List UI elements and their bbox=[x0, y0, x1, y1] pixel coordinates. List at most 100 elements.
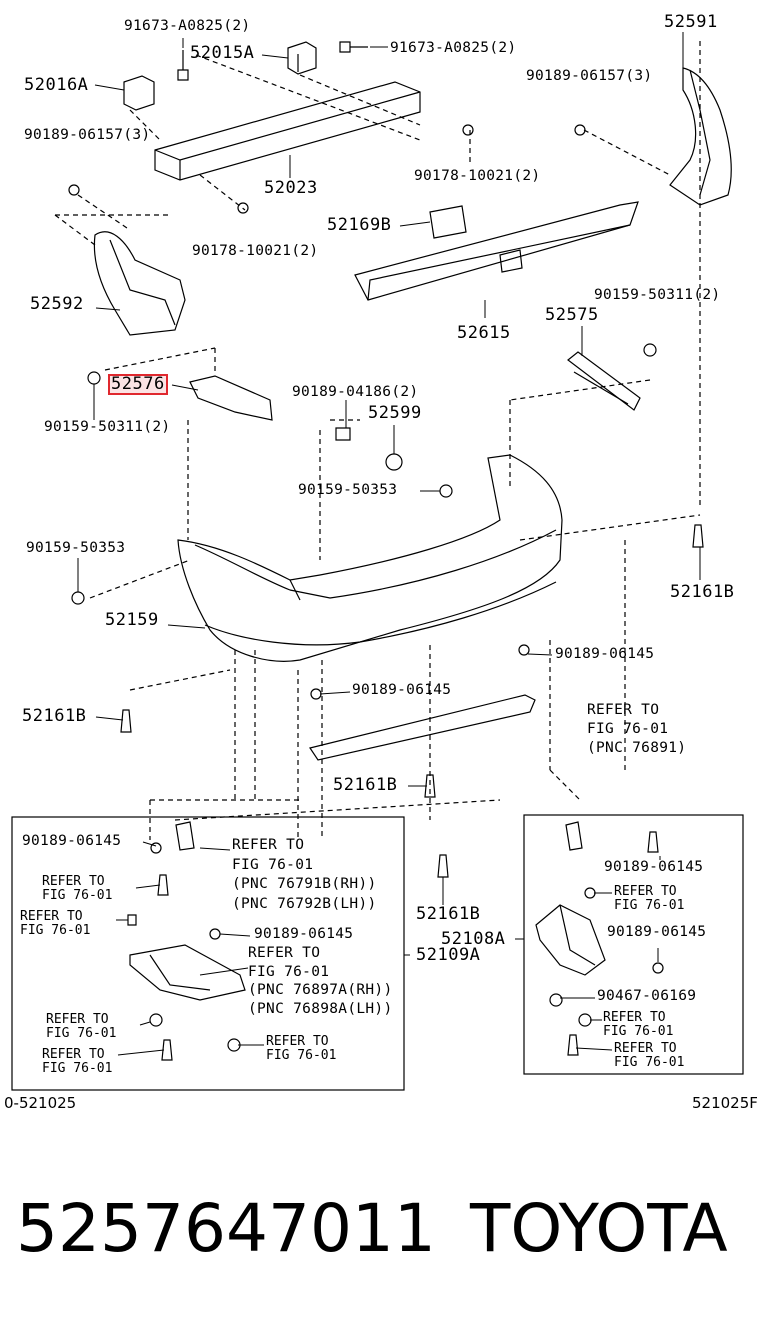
label-inset-left-90189-06145-b: 90189-06145 bbox=[254, 926, 354, 942]
label-90178-10021-left: 90178-10021(2) bbox=[192, 243, 319, 259]
refer-line-2: FIG 76-01 bbox=[20, 923, 91, 938]
refer-line-2: FIG 76-01 bbox=[603, 1024, 674, 1039]
label-refer-pnc-76897a: REFER TO FIG 76-01 (PNC 76897A(RH)) (PNC… bbox=[248, 944, 392, 1018]
inset-left-box bbox=[11, 816, 405, 1091]
label-90467-06169: 90467-06169 bbox=[597, 988, 697, 1004]
label-90159-50353-center: 90159-50353 bbox=[298, 482, 398, 498]
label-52023: 52023 bbox=[264, 178, 318, 198]
label-inset-left-90189-06145: 90189-06145 bbox=[22, 833, 122, 849]
label-91673-a0825-left: 91673-A0825(2) bbox=[124, 18, 251, 34]
refer-line-4: (PNC 76898A(LH)) bbox=[248, 1000, 393, 1017]
inset-right-box bbox=[523, 814, 744, 1075]
bracket-right-small bbox=[565, 821, 583, 851]
label-52615: 52615 bbox=[457, 323, 511, 343]
label-inset-right-refer-c: REFER TO FIG 76-01 bbox=[614, 1042, 684, 1070]
bracket-52015a bbox=[287, 41, 317, 75]
refer-line-1: REFER TO bbox=[614, 1041, 677, 1056]
refer-line-2: FIG 76-01 bbox=[587, 721, 669, 737]
refer-line-2: FIG 76-01 bbox=[232, 856, 314, 873]
label-inset-left-refer-c: REFER TO FIG 76-01 bbox=[46, 1013, 116, 1041]
label-52159: 52159 bbox=[105, 610, 159, 630]
label-inset-right-refer-a: REFER TO FIG 76-01 bbox=[614, 885, 684, 913]
refer-line-1: REFER TO bbox=[42, 1047, 105, 1062]
label-inset-left-refer-d: REFER TO FIG 76-01 bbox=[42, 1048, 112, 1076]
label-90159-50353-left: 90159-50353 bbox=[26, 540, 126, 556]
label-90178-10021-right: 90178-10021(2) bbox=[414, 168, 541, 184]
bolt-91673-right bbox=[339, 41, 368, 53]
refer-line-2: FIG 76-01 bbox=[614, 1055, 685, 1070]
label-90189-06145-a: 90189-06145 bbox=[555, 646, 655, 662]
clip-rb-f bbox=[567, 1034, 579, 1056]
label-90189-06157-left: 90189-06157(3) bbox=[24, 127, 151, 143]
clip-90189-06145-b bbox=[310, 688, 322, 700]
part-number: 5257647011 bbox=[16, 1190, 436, 1267]
bolt-90159-50353-left bbox=[71, 591, 85, 605]
clip-ll-d bbox=[209, 928, 221, 940]
clip-rb-a bbox=[647, 831, 659, 853]
clip-90189-06145-a bbox=[518, 644, 530, 656]
refer-line-2: FIG 76-01 bbox=[248, 963, 330, 980]
clip-rb-c bbox=[652, 962, 664, 974]
bracket-52575 bbox=[567, 351, 641, 411]
clip-ll-c bbox=[127, 914, 137, 926]
label-52109a: 52109A bbox=[416, 945, 481, 965]
bracket-left-small bbox=[175, 821, 195, 851]
label-52161b-left: 52161B bbox=[22, 706, 87, 726]
reinforcement-52023 bbox=[154, 81, 421, 181]
label-refer-pnc-76891: REFER TO FIG 76-01 (PNC 76891) bbox=[587, 701, 686, 758]
label-90159-50311-left: 90159-50311(2) bbox=[44, 419, 171, 435]
refer-line-2: FIG 76-01 bbox=[614, 898, 685, 913]
strip-lower-absorber bbox=[309, 694, 536, 761]
refer-line-1: REFER TO bbox=[20, 909, 83, 924]
refer-line-4: (PNC 76792B(LH)) bbox=[232, 895, 377, 912]
refer-line-2: FIG 76-01 bbox=[266, 1048, 337, 1063]
refer-line-1: REFER TO bbox=[46, 1012, 109, 1027]
label-52161b-center: 52161B bbox=[333, 775, 398, 795]
label-52016a: 52016A bbox=[24, 75, 89, 95]
clip-52161b-mid bbox=[437, 854, 449, 878]
bolt-90159-50311-right bbox=[643, 343, 657, 357]
clip-ll-e bbox=[149, 1013, 163, 1027]
label-52576-highlighted[interactable]: 52576 bbox=[108, 374, 168, 395]
label-52015a: 52015A bbox=[190, 43, 255, 63]
bracket-52108a bbox=[535, 904, 606, 976]
refer-line-3: (PNC 76791B(RH)) bbox=[232, 876, 377, 892]
label-52575: 52575 bbox=[545, 305, 599, 325]
label-inset-right-90189-06145-a: 90189-06145 bbox=[604, 859, 704, 875]
label-refer-pnc-76791b: REFER TO FIG 76-01 (PNC 76791B(RH)) (PNC… bbox=[232, 836, 376, 914]
bolt-90189-06157-right bbox=[574, 124, 586, 136]
label-91673-a0825-right: 91673-A0825(2) bbox=[390, 40, 517, 56]
refer-line-2: FIG 76-01 bbox=[46, 1026, 117, 1041]
label-inset-left-refer-b: REFER TO FIG 76-01 bbox=[20, 910, 90, 938]
clip-rb-d bbox=[549, 993, 563, 1007]
retainer-52591 bbox=[669, 67, 732, 206]
bracket-52576 bbox=[189, 375, 273, 421]
diagram-code-right: 521025F bbox=[692, 1094, 758, 1112]
label-90189-04186: 90189-04186(2) bbox=[292, 384, 419, 400]
clip-ll-f bbox=[161, 1039, 173, 1061]
label-inset-left-refer-a: REFER TO FIG 76-01 bbox=[42, 875, 112, 903]
clip-rb-b bbox=[584, 887, 596, 899]
bracket-52109a bbox=[129, 944, 246, 1001]
refer-line-1: REFER TO bbox=[232, 837, 305, 853]
label-52591: 52591 bbox=[664, 12, 718, 32]
label-52592: 52592 bbox=[30, 294, 84, 314]
refer-line-1: REFER TO bbox=[42, 874, 105, 889]
refer-line-3: (PNC 76897A(RH)) bbox=[248, 982, 393, 998]
label-52161b-mid: 52161B bbox=[416, 904, 481, 924]
bolt-90159-50311-left bbox=[87, 371, 101, 385]
diagram-code-left: 0-521025 bbox=[4, 1094, 77, 1112]
clip-ll-b bbox=[157, 874, 169, 896]
refer-line-1: REFER TO bbox=[248, 945, 321, 961]
label-52108a: 52108A bbox=[441, 929, 506, 949]
label-inset-right-90189-06145-b: 90189-06145 bbox=[607, 924, 707, 940]
bumper-cover-52159 bbox=[177, 454, 563, 662]
nut-90178-left bbox=[237, 202, 249, 214]
refer-line-1: REFER TO bbox=[603, 1010, 666, 1025]
pad-52169b bbox=[429, 205, 467, 239]
brand-name: TOYOTA bbox=[470, 1190, 728, 1267]
label-90189-06157-right: 90189-06157(3) bbox=[526, 68, 653, 84]
clip-rb-e bbox=[578, 1013, 592, 1027]
clip-52161b-right bbox=[692, 524, 704, 548]
clip-90189-04186 bbox=[335, 427, 351, 441]
